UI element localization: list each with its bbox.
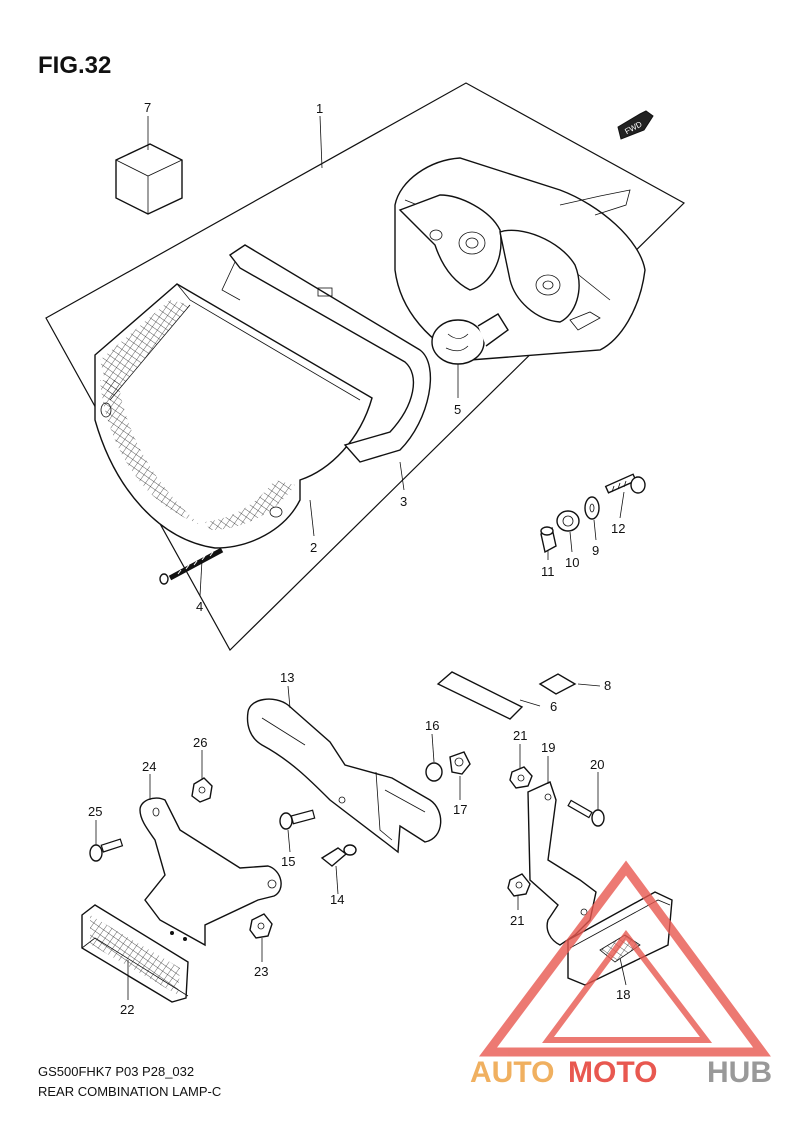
assembly-outline — [45, 82, 685, 651]
callout-7: 7 — [144, 100, 151, 115]
callout-17: 17 — [453, 802, 467, 817]
part-5-bulb — [431, 313, 509, 365]
callout-21-lower: 21 — [510, 913, 524, 928]
part-16-washer — [425, 762, 443, 782]
mounting-hardware — [540, 473, 646, 554]
part-2-lens — [94, 283, 373, 549]
callout-5: 5 — [454, 402, 461, 417]
part-14-grommet — [320, 844, 357, 867]
callout-26: 26 — [193, 735, 207, 750]
part-23-nut — [249, 913, 273, 939]
callout-13: 13 — [280, 670, 294, 685]
part-21-nut-lower — [507, 873, 531, 897]
callout-4: 4 — [196, 599, 203, 614]
callout-14: 14 — [330, 892, 344, 907]
callout-3: 3 — [400, 494, 407, 509]
leader-lines — [95, 115, 627, 1000]
part-21-nut-upper — [509, 766, 533, 789]
part-6-strip — [436, 671, 524, 720]
callout-20: 20 — [590, 757, 604, 772]
watermark-logo — [479, 860, 771, 1057]
callout-1: 1 — [316, 101, 323, 116]
callout-19: 19 — [541, 740, 555, 755]
callout-21-upper: 21 — [513, 728, 527, 743]
callout-11: 11 — [541, 564, 555, 579]
callout-9: 9 — [592, 543, 599, 558]
callout-25: 25 — [88, 804, 102, 819]
fwd-arrow-icon: FWD — [617, 110, 654, 140]
callout-23: 23 — [254, 964, 268, 979]
watermark-text: AUTO MOTO HUB — [470, 1056, 772, 1089]
watermark-auto: AUTO — [470, 1056, 554, 1089]
part-17-nut — [449, 751, 471, 775]
part-20-screw — [567, 799, 605, 827]
part-22-reflector — [81, 904, 189, 1003]
part-13-bracket — [246, 698, 442, 854]
callout-labels: 1 2 3 4 5 6 7 8 9 10 11 12 13 14 15 16 1… — [88, 100, 630, 1017]
callout-18: 18 — [616, 987, 630, 1002]
part-26-nut — [191, 777, 213, 803]
lamp-housing — [394, 157, 646, 361]
part-7-cube — [115, 143, 183, 215]
watermark-moto: MOTO — [568, 1056, 657, 1089]
callout-2: 2 — [310, 540, 317, 555]
callout-10: 10 — [565, 555, 579, 570]
part-24-bracket — [139, 797, 282, 947]
callout-8: 8 — [604, 678, 611, 693]
callout-24: 24 — [142, 759, 156, 774]
footer-name: REAR COMBINATION LAMP-C — [38, 1084, 221, 1099]
part-15-bolt — [279, 809, 316, 830]
part-19-bracket — [527, 781, 597, 946]
part-25-bolt — [89, 838, 124, 862]
callout-12: 12 — [611, 521, 625, 536]
part-4-long-screw — [159, 547, 224, 585]
footer-code: GS500FHK7 P03 P28_032 — [38, 1064, 194, 1079]
watermark-hub: HUB — [707, 1056, 772, 1089]
part-3-gasket — [221, 244, 432, 463]
part-8-pad — [538, 673, 577, 695]
callout-6: 6 — [550, 699, 557, 714]
callout-15: 15 — [281, 854, 295, 869]
callout-22: 22 — [120, 1002, 134, 1017]
callout-16: 16 — [425, 718, 439, 733]
figure-title: FIG.32 — [38, 52, 111, 79]
